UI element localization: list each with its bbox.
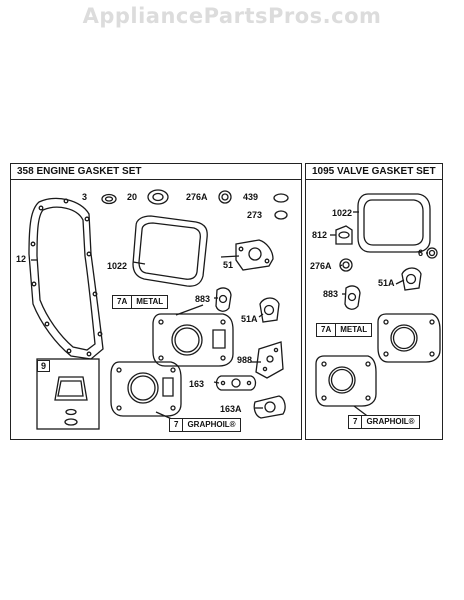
crankcase-bolt-holes bbox=[30, 198, 103, 357]
label-3: 3 bbox=[82, 192, 88, 202]
seal-3 bbox=[101, 193, 117, 205]
label-163: 163 bbox=[189, 379, 205, 389]
gasket-883 bbox=[215, 287, 232, 312]
label-9: 9 bbox=[37, 360, 51, 372]
washer-6 bbox=[426, 247, 438, 259]
valve-metal-head-gasket-7a bbox=[377, 313, 441, 363]
label-883: 883 bbox=[195, 294, 211, 304]
metal-part-number: 7A bbox=[113, 296, 133, 308]
metal-label-box: 7A METAL bbox=[112, 295, 169, 309]
washer-276a bbox=[218, 190, 232, 204]
label-276a: 276A bbox=[186, 192, 208, 202]
valve-washer-276a bbox=[339, 258, 353, 272]
valve-label-883: 883 bbox=[323, 289, 339, 299]
label-439: 439 bbox=[243, 192, 259, 202]
valve-graphoil-part-number: 7 bbox=[349, 416, 363, 428]
metal-label-text: METAL bbox=[136, 297, 164, 306]
valve-seal-812 bbox=[335, 225, 353, 245]
valve-leader-lines bbox=[330, 211, 428, 419]
valve-gasket-883 bbox=[344, 285, 361, 310]
valve-label-1022: 1022 bbox=[332, 208, 353, 218]
valve-label-6: 6 bbox=[418, 248, 424, 258]
crankcase-gasket-12 bbox=[28, 197, 104, 360]
o-ring-273 bbox=[274, 210, 288, 220]
valve-label-276a: 276A bbox=[310, 261, 332, 271]
valve-gasket-set-panel: 1095 VALVE GASKET SET bbox=[305, 163, 443, 440]
valve-label-812: 812 bbox=[312, 230, 328, 240]
valve-cover-gasket-1022 bbox=[357, 193, 431, 253]
metal-head-gasket-7a bbox=[152, 313, 234, 367]
valve-metal-part-number: 7A bbox=[317, 324, 337, 336]
label-51a: 51A bbox=[241, 314, 258, 324]
engine-gasket-set-title: 358 ENGINE GASKET SET bbox=[11, 164, 301, 180]
graphoil-part-number: 7 bbox=[170, 419, 184, 431]
label-20: 20 bbox=[127, 192, 138, 202]
site-watermark: AppliancePartsPros.com bbox=[82, 4, 382, 28]
gasket-988 bbox=[255, 341, 284, 379]
valve-graphoil-head-gasket-7 bbox=[315, 355, 377, 407]
engine-gasket-drawings bbox=[28, 189, 289, 430]
valve-gasket-set-title: 1095 VALVE GASKET SET bbox=[306, 164, 442, 180]
kit-box-9 bbox=[36, 358, 100, 430]
valve-gasket-51a bbox=[401, 267, 422, 291]
gasket-163a bbox=[253, 395, 286, 419]
valve-gasket-drawings bbox=[315, 193, 441, 419]
valve-label-51a: 51A bbox=[378, 278, 395, 288]
rocker-cover-gasket-1022 bbox=[132, 215, 208, 287]
label-273: 273 bbox=[247, 210, 263, 220]
valve-metal-label-box: 7A METAL bbox=[316, 323, 373, 337]
intake-gasket-51 bbox=[235, 239, 274, 271]
oil-seal-20 bbox=[147, 189, 169, 205]
label-51: 51 bbox=[223, 260, 234, 270]
label-12: 12 bbox=[16, 254, 27, 264]
graphoil-label-text: GRAPHOIL® bbox=[187, 420, 236, 429]
label-163a: 163A bbox=[220, 404, 242, 414]
label-988: 988 bbox=[237, 355, 253, 365]
exhaust-gasket-163 bbox=[215, 375, 257, 391]
o-ring-439 bbox=[273, 193, 289, 203]
valve-metal-label-text: METAL bbox=[340, 325, 368, 334]
valve-graphoil-label-text: GRAPHOIL® bbox=[366, 417, 415, 426]
label-1022: 1022 bbox=[107, 261, 128, 271]
valve-graphoil-label-box: 7 GRAPHOIL® bbox=[348, 415, 420, 429]
graphoil-label-box: 7 GRAPHOIL® bbox=[169, 418, 241, 432]
engine-gasket-set-panel: 358 ENGINE GASKET SET bbox=[10, 163, 302, 440]
graphoil-head-gasket-7 bbox=[110, 361, 182, 417]
gasket-51a bbox=[259, 297, 280, 323]
